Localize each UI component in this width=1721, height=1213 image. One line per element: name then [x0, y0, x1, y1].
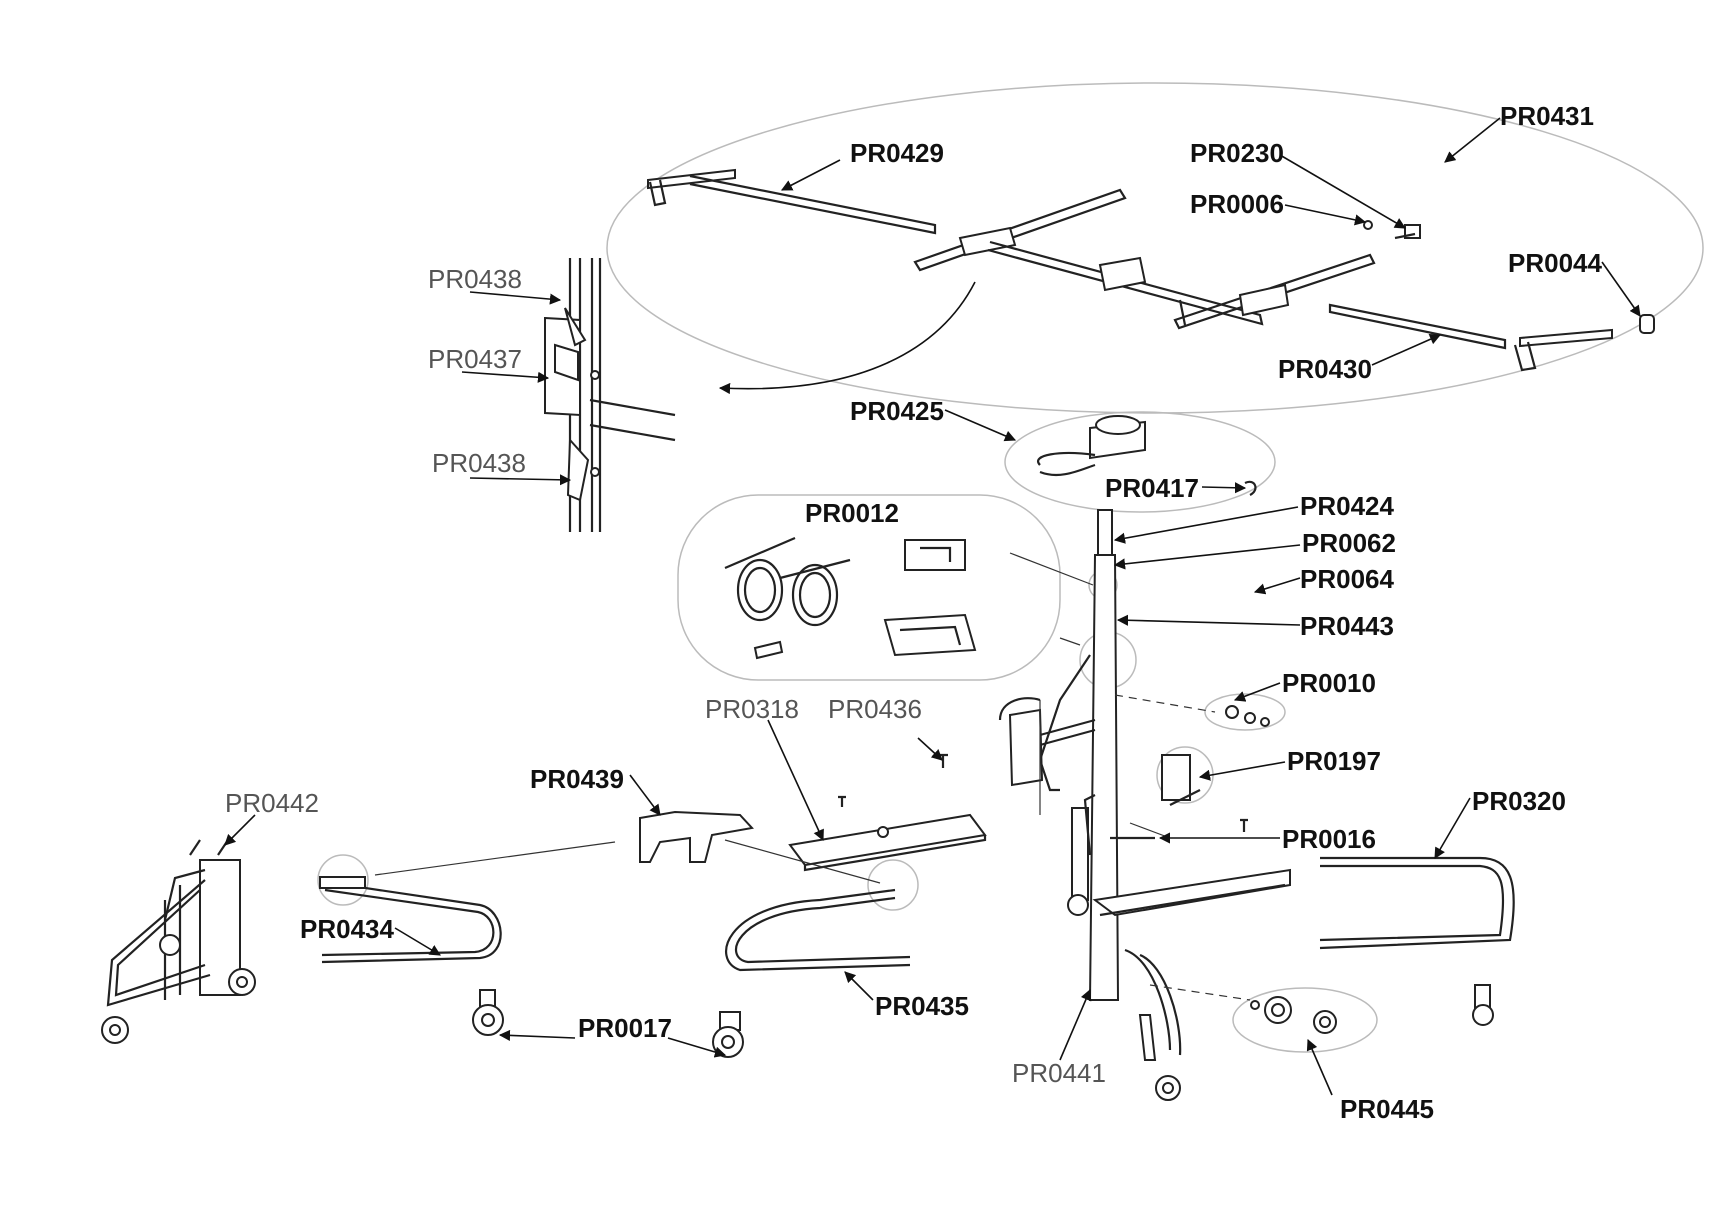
pr0016-pin [1240, 818, 1248, 832]
label-pr0230: PR0230 [1190, 138, 1284, 168]
pr0017-casters [472, 989, 744, 1058]
group-ellipse-pr0445 [1232, 987, 1378, 1053]
group-ellipse-pr0425 [1004, 411, 1276, 513]
pr0439-bracket [374, 810, 881, 884]
detail-circle-leg [317, 854, 369, 906]
pr0434-leg [319, 876, 502, 964]
label-pr0320: PR0320 [1472, 786, 1566, 816]
label-pr0441: PR0441 [1012, 1058, 1106, 1088]
label-pr0044: PR0044 [1508, 248, 1602, 278]
label-pr0425: PR0425 [850, 396, 944, 426]
label-pr0012: PR0012 [805, 498, 899, 528]
label-pr0435: PR0435 [875, 991, 969, 1021]
label-pr0445: PR0445 [1340, 1094, 1434, 1124]
label-pr0424: PR0424 [1300, 491, 1394, 521]
label-pr0437: PR0437 [428, 344, 522, 374]
pr0445-wheels [1149, 984, 1337, 1034]
pr0197-parts [1161, 754, 1201, 806]
pr0012-coils-and-boxes [724, 536, 1094, 660]
leader-lines [224, 117, 1641, 1096]
label-pr0429: PR0429 [850, 138, 944, 168]
label-pr0443: PR0443 [1300, 611, 1394, 641]
label-pr0010: PR0010 [1282, 668, 1376, 698]
label-pr0438-bottom: PR0438 [432, 448, 526, 478]
label-pr0064: PR0064 [1300, 564, 1394, 594]
label-pr0006: PR0006 [1190, 189, 1284, 219]
pr0010-parts [1114, 694, 1270, 727]
label-pr0197: PR0197 [1287, 746, 1381, 776]
label-pr0062: PR0062 [1302, 528, 1396, 558]
label-pr0434: PR0434 [300, 914, 394, 944]
pr0320-handle [1319, 856, 1515, 1026]
pr0442-assembled-base [101, 839, 256, 1044]
label-pr0430: PR0430 [1278, 354, 1372, 384]
pr0425-part [1037, 415, 1257, 496]
label-pr0431: PR0431 [1500, 101, 1594, 131]
label-pr0436: PR0436 [828, 694, 922, 724]
main-mast-assembly [998, 509, 1291, 1101]
label-pr0016: PR0016 [1282, 824, 1376, 854]
label-pr0017: PR0017 [578, 1013, 672, 1043]
label-pr0442: PR0442 [225, 788, 319, 818]
detail-circle-base [867, 859, 919, 911]
label-pr0318: PR0318 [705, 694, 799, 724]
pr0435-leg [725, 888, 911, 972]
part-labels: PR0431 PR0429 PR0230 PR0006 PR0044 PR043… [225, 101, 1602, 1124]
hook-rail-detail [544, 258, 676, 532]
label-pr0417: PR0417 [1105, 473, 1199, 503]
top-frame-assembly [647, 168, 1655, 395]
pr0318-base-plate [788, 753, 987, 872]
label-pr0438-top: PR0438 [428, 264, 522, 294]
group-box-pr0012 [677, 494, 1061, 681]
label-pr0439: PR0439 [530, 764, 624, 794]
group-ellipse-pr0010 [1204, 693, 1286, 731]
